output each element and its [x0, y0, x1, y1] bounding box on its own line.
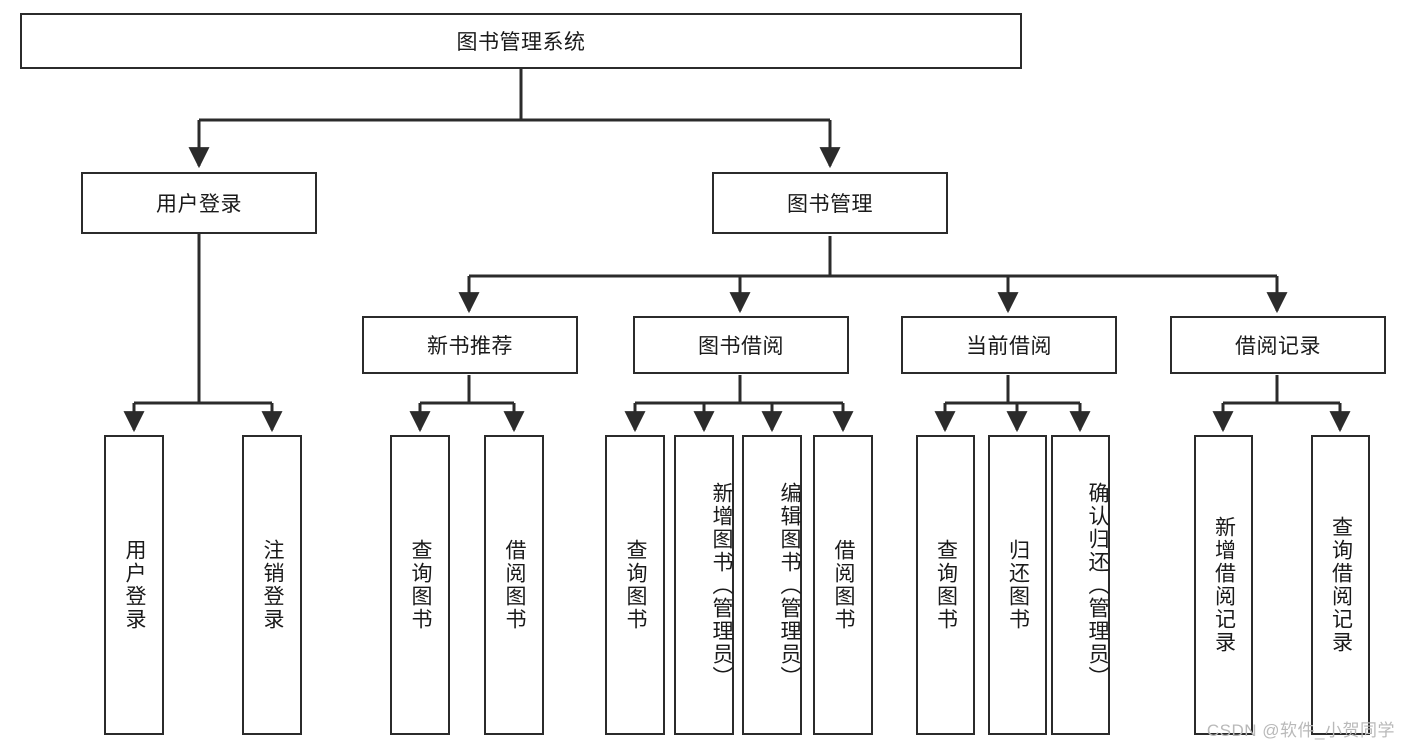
csdn-watermark: CSDN @软件_小贺同学 — [1206, 721, 1395, 740]
node-leaf-borrow-book-2-label: 借阅图书 — [832, 539, 856, 631]
node-leaf-query-record[interactable]: 查询借阅记录 — [1311, 435, 1370, 735]
node-leaf-confirm-return-label: 确认归还（管理员） — [1086, 481, 1109, 689]
node-leaf-query-book-3[interactable]: 查询图书 — [916, 435, 975, 735]
node-borrow-record-label: 借阅记录 — [1235, 335, 1321, 358]
node-book-borrow[interactable]: 图书借阅 — [633, 316, 849, 374]
node-leaf-query-book-1-label: 查询图书 — [409, 539, 433, 631]
node-current-borrow-label: 当前借阅 — [966, 335, 1052, 358]
node-leaf-borrow-book-1[interactable]: 借阅图书 — [484, 435, 544, 735]
node-leaf-user-login-label: 用户登录 — [123, 539, 147, 631]
node-new-book-recommend[interactable]: 新书推荐 — [362, 316, 578, 374]
node-leaf-query-book-2-label: 查询图书 — [624, 539, 648, 631]
node-leaf-query-book-2[interactable]: 查询图书 — [605, 435, 665, 735]
node-leaf-add-book-label: 新增图书（管理员） — [710, 481, 733, 689]
node-user-login-label: 用户登录 — [156, 193, 242, 216]
node-user-login[interactable]: 用户登录 — [81, 172, 317, 234]
node-leaf-user-logout-label: 注销登录 — [261, 539, 285, 631]
node-leaf-return-book[interactable]: 归还图书 — [988, 435, 1047, 735]
node-leaf-borrow-book-2[interactable]: 借阅图书 — [813, 435, 873, 735]
node-leaf-add-book[interactable]: 新增图书（管理员） — [674, 435, 734, 735]
node-leaf-query-record-label: 查询借阅记录 — [1329, 516, 1353, 654]
node-new-book-recommend-label: 新书推荐 — [427, 335, 513, 358]
node-current-borrow[interactable]: 当前借阅 — [901, 316, 1117, 374]
node-leaf-add-record-label: 新增借阅记录 — [1212, 516, 1236, 654]
node-book-manage-label: 图书管理 — [787, 193, 873, 216]
node-root[interactable]: 图书管理系统 — [20, 13, 1022, 69]
node-leaf-confirm-return[interactable]: 确认归还（管理员） — [1051, 435, 1110, 735]
node-leaf-query-book-3-label: 查询图书 — [934, 539, 958, 631]
node-leaf-borrow-book-1-label: 借阅图书 — [503, 539, 527, 631]
node-leaf-add-record[interactable]: 新增借阅记录 — [1194, 435, 1253, 735]
node-leaf-edit-book-label: 编辑图书（管理员） — [778, 481, 801, 689]
node-leaf-query-book-1[interactable]: 查询图书 — [390, 435, 450, 735]
node-leaf-user-login[interactable]: 用户登录 — [104, 435, 164, 735]
node-leaf-return-book-label: 归还图书 — [1006, 539, 1030, 631]
node-book-borrow-label: 图书借阅 — [698, 335, 784, 358]
node-leaf-edit-book[interactable]: 编辑图书（管理员） — [742, 435, 802, 735]
node-book-manage[interactable]: 图书管理 — [712, 172, 948, 234]
node-leaf-user-logout[interactable]: 注销登录 — [242, 435, 302, 735]
node-borrow-record[interactable]: 借阅记录 — [1170, 316, 1386, 374]
node-root-label: 图书管理系统 — [456, 31, 586, 54]
